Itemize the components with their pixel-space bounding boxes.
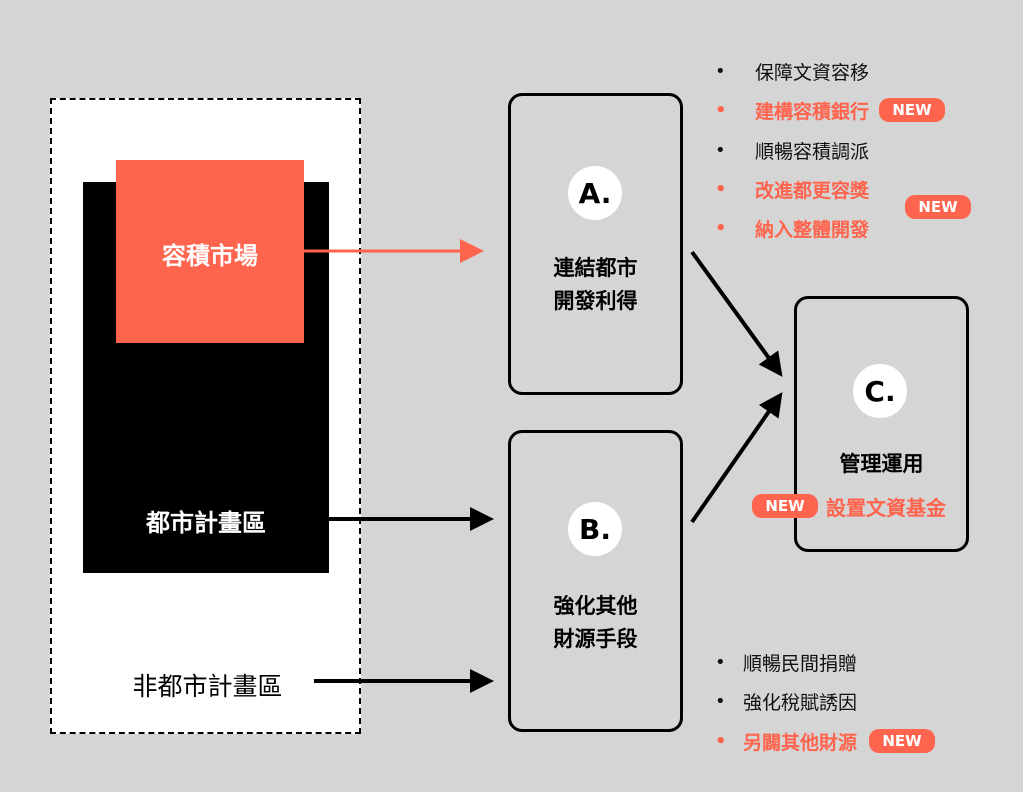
card-a-title-line2: 開發利得 [553, 289, 638, 313]
card-c-title: 管理運用 [794, 448, 969, 481]
list-item-text: 強化稅賦誘因 [743, 691, 858, 714]
new-badge: NEW [869, 729, 936, 753]
card-b-title: 強化其他 財源手段 [508, 590, 683, 656]
card-a-letter: A. [568, 166, 622, 220]
card-a-link-urban-development-gains [508, 93, 683, 395]
list-item: • 保障文資容移 [715, 56, 869, 86]
list-item-text: 改進都更容獎 [755, 179, 870, 202]
list-item: • 納入整體開發 [715, 213, 869, 243]
list-item-text: 順暢容積調派 [755, 140, 870, 163]
list-item: • 強化稅賦誘因 [715, 686, 857, 716]
list-item-text: 另闢其他財源 [743, 731, 858, 754]
bullet-icon: • [715, 99, 727, 121]
list-item: • 另闢其他財源 NEW [715, 726, 936, 756]
card-b-letter: B. [568, 502, 622, 556]
list-item: • 順暢容積調派 [715, 135, 869, 165]
bullet-icon: • [715, 178, 727, 200]
card-c-title-line1: 管理運用 [839, 452, 924, 476]
non-urban-planning-zone-label: 非都市計畫區 [132, 672, 283, 701]
bullet-icon: • [715, 730, 727, 752]
list-item-text: 納入整體開發 [755, 218, 870, 241]
bullet-icon: • [715, 690, 726, 712]
bullet-icon: • [715, 139, 726, 161]
card-b-title-line1: 強化其他 [553, 594, 638, 618]
floor-area-market-label: 容積市場 [162, 241, 258, 270]
arrow-a-to-c [690, 250, 783, 377]
card-c-letter: C. [853, 364, 907, 418]
bullet-icon: • [715, 60, 726, 82]
new-badge: NEW [905, 195, 971, 219]
list-item: • 改進都更容獎 [715, 174, 869, 204]
new-badge: NEW [752, 494, 818, 518]
urban-planning-zone-label: 都市計畫區 [146, 508, 266, 537]
card-c-management [794, 296, 969, 552]
floor-area-market-box [116, 160, 304, 343]
new-badge: NEW [879, 98, 946, 122]
card-a-title: 連結都市 開發利得 [508, 252, 683, 318]
card-c-new-item-text: 設置文資基金 [826, 495, 946, 520]
card-c-new-item: NEW 設置文資基金 [752, 493, 972, 520]
bullet-icon: • [715, 651, 726, 673]
card-a-title-line1: 連結都市 [553, 256, 638, 280]
list-item-text: 保障文資容移 [755, 61, 870, 84]
list-item: • 建構容積銀行 NEW [715, 95, 946, 125]
bullet-icon: • [715, 217, 727, 239]
card-b-strengthen-other-funding [508, 430, 683, 732]
list-item: • 順暢民間捐贈 [715, 647, 857, 677]
card-b-title-line2: 財源手段 [553, 627, 638, 651]
list-item-text: 順暢民間捐贈 [743, 652, 858, 675]
list-item-text: 建構容積銀行 [755, 100, 870, 123]
